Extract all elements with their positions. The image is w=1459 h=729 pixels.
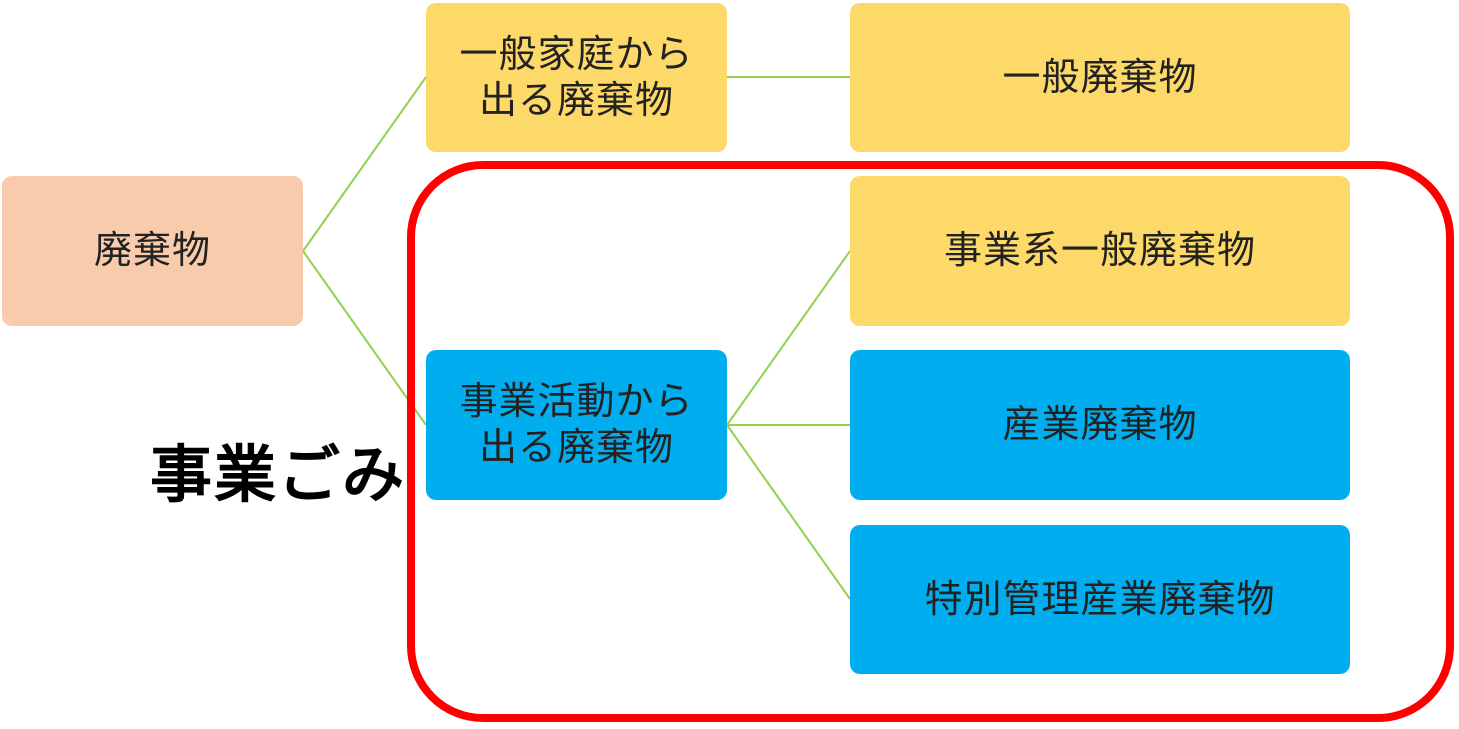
connector-business-bizgeneral [726,250,851,426]
node-industrial-waste: 産業廃棄物 [850,350,1350,500]
node-business-general-waste: 事業系一般廃棄物 [850,176,1350,326]
node-business-activity-waste: 事業活動から 出る廃棄物 [426,350,727,500]
business-waste-highlight-frame [407,161,1454,722]
node-special-industrial-waste: 特別管理産業廃棄物 [850,525,1350,674]
connector-root-business [302,250,427,426]
highlight-label: 事業ごみ [150,438,407,511]
connector-business-special [726,424,851,600]
node-household-waste: 一般家庭から 出る廃棄物 [426,3,727,152]
connector-root-household [302,76,427,252]
node-waste-root: 廃棄物 [2,176,303,326]
node-general-waste: 一般廃棄物 [850,3,1350,152]
